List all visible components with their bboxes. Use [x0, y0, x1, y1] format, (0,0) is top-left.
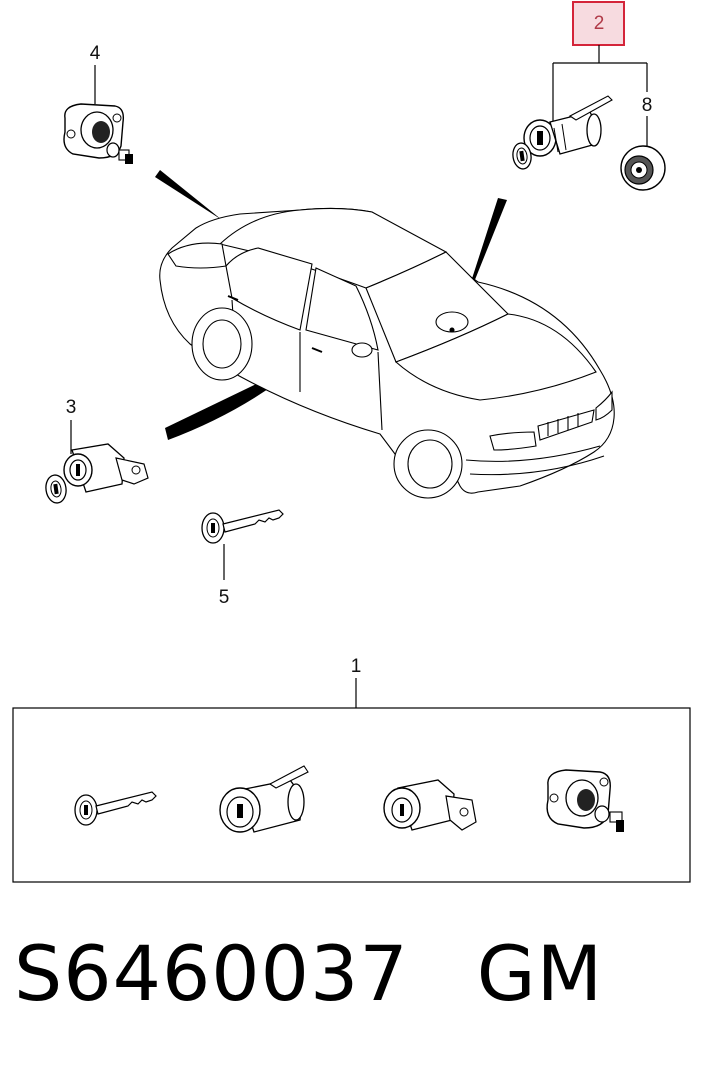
part-number: S6460037 [14, 929, 409, 1018]
door-lock-cylinder-icon[interactable] [63, 443, 149, 493]
callout-2-group[interactable]: 2 [572, 1, 625, 46]
ignition-lock-cylinder-icon[interactable] [523, 95, 613, 157]
callout-2-label[interactable]: 2 [594, 13, 605, 34]
key-icon[interactable] [511, 142, 532, 170]
pointer-wedge-trunk [155, 170, 222, 220]
trunk-lock-cylinder-icon[interactable] [546, 769, 624, 832]
trunk-lock-cylinder-icon[interactable] [63, 103, 133, 164]
callout-4-label[interactable]: 4 [90, 43, 101, 64]
callout-2-bracket [552, 45, 648, 122]
brand-name: GM [476, 929, 604, 1018]
bezel-ring-icon[interactable] [620, 145, 666, 191]
key-icon[interactable] [201, 509, 284, 544]
callout-5-label[interactable]: 5 [219, 587, 230, 608]
callout-3-label[interactable]: 3 [66, 397, 77, 418]
ignition-lock-cylinder-icon[interactable] [219, 765, 309, 833]
door-lock-cylinder-icon[interactable] [383, 779, 477, 831]
key-icon[interactable] [44, 474, 68, 505]
car-illustration [159, 207, 615, 499]
callout-1-label[interactable]: 1 [351, 656, 362, 677]
callout-8-label[interactable]: 8 [642, 95, 653, 116]
